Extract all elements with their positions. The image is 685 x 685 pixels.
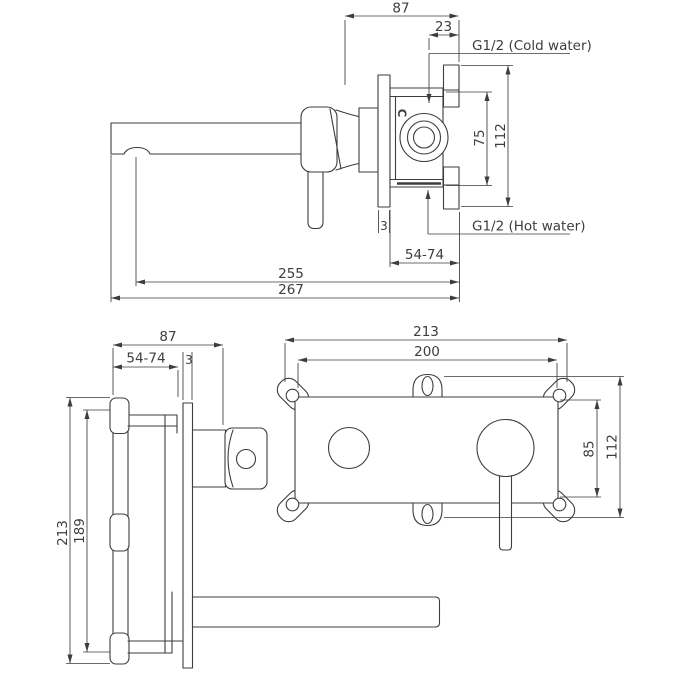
spout: [111, 123, 312, 154]
svg-text:23: 23: [435, 19, 452, 35]
bracket-tab-middle: [110, 514, 129, 551]
mount-hole-top-left: [286, 389, 299, 402]
set-screw: [237, 450, 256, 469]
wall-plate: [378, 75, 390, 207]
svg-text:213: 213: [413, 324, 439, 340]
spout-side: [193, 597, 440, 627]
handle-lever-front: [500, 470, 512, 550]
handle-sleeve-side: [193, 430, 226, 487]
hot-water-label: G1/2 (Hot water): [472, 219, 585, 235]
svg-text:255: 255: [278, 266, 304, 282]
slot-hole-bottom-center: [422, 505, 433, 524]
dim-overall-reach-267: 267: [111, 155, 459, 302]
cartridge-inner-circle: [414, 127, 435, 148]
rough-in-box: [128, 415, 165, 653]
knob-dome-arc: [228, 430, 233, 487]
svg-text:54-74: 54-74: [405, 247, 444, 263]
dim-side-overall-height-213: 213: [55, 398, 110, 664]
svg-text:189: 189: [72, 518, 88, 544]
svg-text:112: 112: [493, 123, 509, 149]
mount-hole-top-right: [553, 389, 566, 402]
dim-top-depth-87: 87: [345, 1, 459, 86]
front-view: 213 200 85 112: [273, 324, 624, 550]
dim-front-overall-height-112: 112: [444, 377, 624, 518]
handle-cone: [336, 110, 359, 170]
dim-plate-height-112: 112: [461, 66, 513, 207]
dim-front-hole-spacing-200: 200: [298, 344, 557, 388]
svg-text:112: 112: [605, 434, 621, 460]
svg-text:213: 213: [55, 520, 71, 546]
dim-port-spacing-75: 75: [446, 92, 492, 186]
handle-stem: [308, 168, 323, 229]
dim-side-mount-depth-54-74: 54-74: [113, 351, 178, 398]
svg-text:267: 267: [278, 282, 304, 298]
svg-text:87: 87: [392, 1, 409, 17]
escutcheon-sleeve: [359, 108, 378, 172]
svg-text:200: 200: [414, 344, 440, 360]
handle-opening-circle: [477, 420, 534, 477]
mount-hole-bottom-left: [286, 498, 299, 511]
wall-plate-side: [183, 403, 193, 668]
top-view: C G1/2 (Cold water) G1/2 (Hot water) 87 …: [111, 1, 592, 303]
dim-front-port-height-85: 85: [560, 400, 601, 497]
cold-marker-letter: C: [395, 109, 409, 117]
svg-text:85: 85: [582, 440, 598, 457]
dim-spout-reach-255: 255: [136, 157, 459, 286]
dim-port-offset-23: 23: [429, 19, 459, 50]
dim-side-depth-87: 87: [113, 329, 223, 425]
svg-text:3: 3: [185, 353, 193, 367]
leader-cold-water: G1/2 (Cold water): [426, 38, 592, 103]
dim-side-plate-thickness-3: 3: [183, 352, 193, 400]
leader-hot-water: G1/2 (Hot water): [425, 190, 585, 235]
bracket-tab-bottom: [110, 633, 129, 664]
dim-mount-depth-54-74: 54-74: [390, 210, 460, 302]
svg-text:87: 87: [159, 329, 176, 345]
side-view: 87 3 54-74 213 189: [55, 329, 440, 668]
spout-opening-circle: [329, 428, 370, 469]
mount-hole-bottom-right: [553, 498, 566, 511]
mounting-tab-bottom: [444, 167, 460, 209]
collar-joint-line: [330, 109, 341, 169]
svg-text:3: 3: [380, 219, 388, 233]
mounting-tab-top: [444, 65, 460, 107]
cold-water-label: G1/2 (Cold water): [472, 38, 592, 54]
svg-text:54-74: 54-74: [126, 351, 165, 367]
handle-collar: [301, 107, 337, 172]
slot-hole-top-center: [422, 377, 433, 396]
svg-text:75: 75: [472, 129, 488, 146]
dim-front-overall-width-213: 213: [285, 324, 567, 382]
bracket-tab-top: [110, 398, 129, 434]
dim-plate-thickness-3: 3: [379, 210, 390, 233]
dim-side-body-height-189: 189: [72, 410, 110, 652]
